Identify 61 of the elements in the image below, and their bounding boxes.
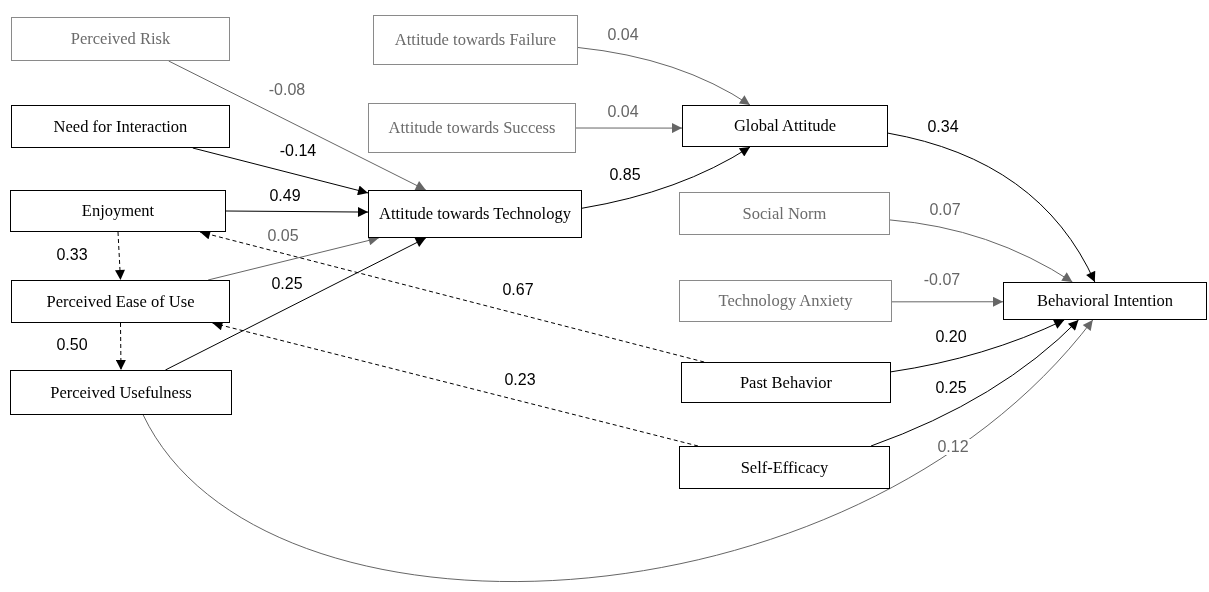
box-label: Need for Interaction (53, 116, 188, 137)
edge-label: 0.34 (925, 119, 961, 135)
box-label: Perceived Usefulness (50, 382, 192, 403)
arrow (168, 60, 427, 191)
edge-label: 0.67 (500, 282, 536, 298)
arrow (889, 219, 1073, 283)
construct-box (679, 446, 890, 489)
arrow (164, 237, 427, 371)
edge-label: -0.07 (921, 272, 963, 288)
construct-box (1003, 282, 1207, 320)
box-label: Social Norm (742, 203, 827, 224)
arrow (115, 322, 126, 371)
construct-box (368, 103, 576, 153)
box-label: Attitude towards Technology (379, 204, 571, 224)
construct-box (10, 370, 232, 415)
construct-box (681, 362, 891, 403)
construct-box (679, 280, 892, 322)
box-label: Past Behavior (739, 372, 833, 393)
edge-label: 0.20 (933, 329, 969, 345)
arrow (891, 296, 1004, 307)
arrow (581, 146, 751, 209)
edge-label: -0.08 (266, 82, 308, 98)
box-label: Attitude towards Failure (394, 30, 557, 50)
edge-label: 0.07 (927, 202, 963, 218)
construct-box (10, 190, 226, 232)
edge-label: 0.25 (933, 380, 969, 396)
construct-box (679, 192, 890, 235)
box-label: Global Attitude (733, 116, 837, 136)
edge-label: 0.04 (605, 27, 641, 43)
edge-label: 0.50 (54, 337, 90, 353)
arrow (192, 147, 369, 196)
edge-label: 0.49 (267, 188, 303, 204)
construct-box (11, 280, 230, 323)
construct-box (11, 105, 230, 148)
edge-label: 0.05 (265, 228, 301, 244)
edge-label: 0.85 (607, 167, 643, 183)
construct-box (11, 17, 230, 61)
arrow (870, 319, 1079, 447)
edge-label: 0.33 (54, 247, 90, 263)
arrow (887, 132, 1096, 283)
construct-box (373, 15, 578, 65)
edge-label: -0.14 (277, 143, 319, 159)
arrow (577, 47, 751, 106)
edge-label: 0.04 (605, 104, 641, 120)
arrow (115, 231, 125, 281)
arrow (890, 319, 1065, 373)
edge-label: 0.25 (269, 276, 305, 292)
box-label: Behavioral Intention (1036, 291, 1174, 311)
arrow (225, 207, 369, 217)
edge-label: 0.12 (935, 439, 971, 455)
box-label: Perceived Ease of Use (46, 291, 195, 312)
box-label: Attitude towards Success (388, 118, 556, 138)
box-label: Enjoyment (81, 201, 155, 221)
construct-box (682, 105, 888, 147)
box-label: Technology Anxiety (718, 291, 853, 311)
arrow (575, 123, 683, 134)
construct-box (368, 190, 582, 238)
arrow (142, 319, 1094, 582)
box-label: Perceived Risk (70, 29, 171, 49)
edge-label: 0.23 (502, 372, 538, 388)
box-label: Self-Efficacy (740, 457, 829, 478)
